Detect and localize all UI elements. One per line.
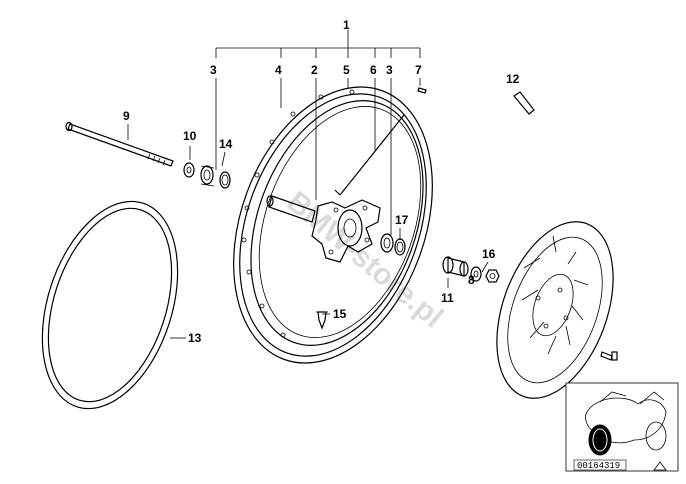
valve-part[interactable] [316, 311, 328, 330]
callout-3-left[interactable]: 3 [210, 63, 217, 77]
callout-13[interactable]: 13 [188, 331, 202, 345]
leader-lines [127, 78, 489, 339]
callout-14[interactable]: 14 [219, 137, 233, 151]
brake-disc-part[interactable] [475, 206, 636, 414]
axle-part[interactable] [65, 121, 174, 167]
wheel-rim-part[interactable] [198, 59, 469, 391]
callout-17[interactable]: 17 [395, 213, 409, 227]
callout-16[interactable]: 16 [482, 247, 496, 261]
callout-1[interactable]: 1 [343, 18, 350, 32]
location-inset: 00164319 [565, 382, 679, 472]
callout-bracket [215, 30, 421, 58]
reference-number: 00164319 [577, 461, 620, 471]
washer-nut-parts[interactable] [470, 266, 500, 283]
callout-3-right[interactable]: 3 [386, 63, 393, 77]
spoke-nipple-part[interactable] [417, 87, 427, 94]
callout-4[interactable]: 4 [275, 63, 282, 77]
callout-6[interactable]: 6 [370, 63, 377, 77]
callout-5[interactable]: 5 [343, 63, 350, 77]
balance-weight-part[interactable] [513, 91, 535, 115]
callout-8[interactable]: 8 [468, 273, 475, 287]
rim-tape-part[interactable] [18, 184, 202, 426]
callout-12[interactable]: 12 [506, 72, 520, 86]
wheel-hub-part[interactable] [266, 195, 381, 263]
callout-15[interactable]: 15 [333, 307, 347, 321]
triangle-icon [653, 461, 667, 471]
disc-bolt-part[interactable] [600, 351, 618, 361]
callout-9[interactable]: 9 [123, 109, 130, 123]
callout-7[interactable]: 7 [415, 63, 422, 77]
callout-2[interactable]: 2 [311, 63, 318, 77]
left-spacer-parts[interactable] [183, 162, 231, 189]
spoke-part[interactable] [334, 114, 405, 196]
callout-10[interactable]: 10 [183, 129, 197, 143]
right-bearing-parts[interactable] [380, 233, 406, 256]
spacer-sleeve-part[interactable] [442, 256, 469, 277]
callout-11[interactable]: 11 [441, 291, 454, 305]
